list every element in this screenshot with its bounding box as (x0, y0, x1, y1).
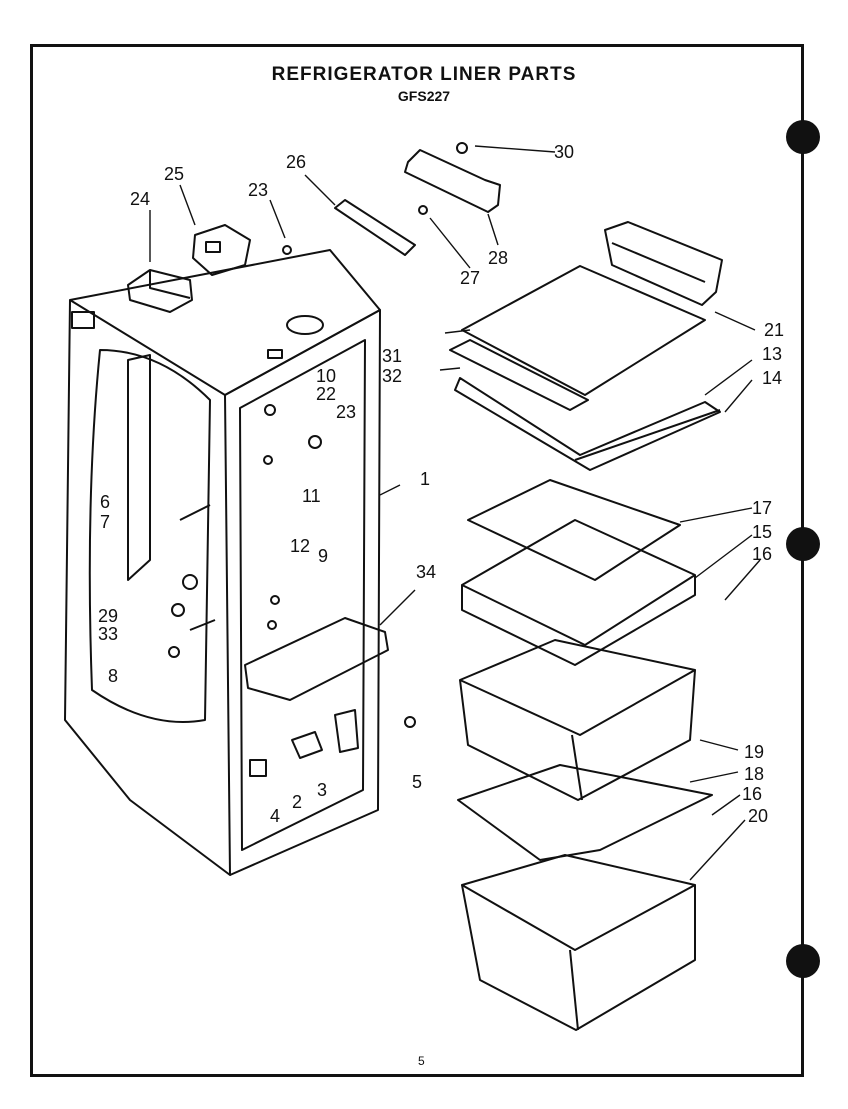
callout-22: 22 (316, 384, 336, 404)
lamp-socket (249, 759, 267, 777)
fastener-10 (264, 404, 276, 416)
callout-16a: 16 (752, 544, 772, 564)
utility-compartment (604, 221, 723, 306)
callout-15: 15 (752, 522, 772, 542)
callout-18: 18 (744, 764, 764, 784)
callout-27: 27 (460, 268, 480, 288)
callout-21: 21 (764, 320, 784, 340)
callout-24: 24 (130, 189, 150, 209)
fastener-9 (267, 620, 277, 630)
leader-lines (149, 145, 761, 881)
callout-2: 2 (292, 792, 302, 812)
callout-19: 19 (744, 742, 764, 762)
callout-1: 1 (420, 469, 430, 489)
model-number: GFS227 (397, 88, 451, 104)
callout-10: 10 (316, 366, 336, 386)
rear-bracket (404, 149, 501, 213)
callout-16b: 16 (742, 784, 762, 804)
dairy-panel (244, 617, 389, 701)
callout-14: 14 (762, 368, 782, 388)
fastener-8 (168, 646, 180, 658)
callout-13: 13 (762, 344, 782, 364)
callout-11: 11 (302, 486, 321, 506)
callout-26: 26 (286, 152, 306, 172)
light-switch (291, 731, 323, 759)
callout-31: 31 (382, 346, 402, 366)
lower-crisper (461, 854, 696, 1031)
callout-3: 3 (317, 780, 327, 800)
fastener-29 (182, 574, 198, 590)
switch-housing (334, 709, 359, 753)
callout-12: 12 (290, 536, 310, 556)
callout-4: 4 (270, 806, 280, 826)
control-housing (127, 269, 193, 313)
top-shelf (449, 265, 721, 471)
callout-33: 33 (98, 624, 118, 644)
callout-23b: 23 (336, 402, 356, 422)
callout-25: 25 (164, 164, 184, 184)
callout-5: 5 (412, 772, 422, 792)
callout-32: 32 (382, 366, 402, 386)
binder-hole-middle (786, 527, 820, 561)
callout-7: 7 (100, 512, 110, 532)
fastener-12 (270, 595, 280, 605)
screw-30 (456, 142, 468, 154)
callout-30: 30 (554, 142, 574, 162)
callout-23a: 23 (248, 180, 268, 200)
screw-5 (404, 716, 416, 728)
fastener-11 (263, 455, 273, 465)
liner-cabinet (64, 249, 381, 876)
fastener-22 (308, 435, 322, 449)
callout-28: 28 (488, 248, 508, 268)
screw-23a (282, 245, 292, 255)
binder-hole-top (786, 120, 820, 154)
callout-8: 8 (108, 666, 118, 686)
callout-29: 29 (98, 606, 118, 626)
page-number: 5 (418, 1054, 425, 1068)
top-rail (334, 199, 416, 256)
fastener-33 (171, 603, 185, 617)
callout-6: 6 (100, 492, 110, 512)
callout-34: 34 (416, 562, 436, 582)
screw-27 (418, 205, 428, 215)
diagram-title: REFRIGERATOR LINER PARTS (271, 64, 577, 85)
control-bracket (192, 224, 251, 276)
callout-17: 17 (752, 498, 772, 518)
callout-20: 20 (748, 806, 768, 826)
callout-9: 9 (318, 546, 328, 566)
crisper-cover (457, 764, 713, 861)
middle-shelf (461, 479, 696, 666)
binder-hole-bottom (786, 944, 820, 978)
